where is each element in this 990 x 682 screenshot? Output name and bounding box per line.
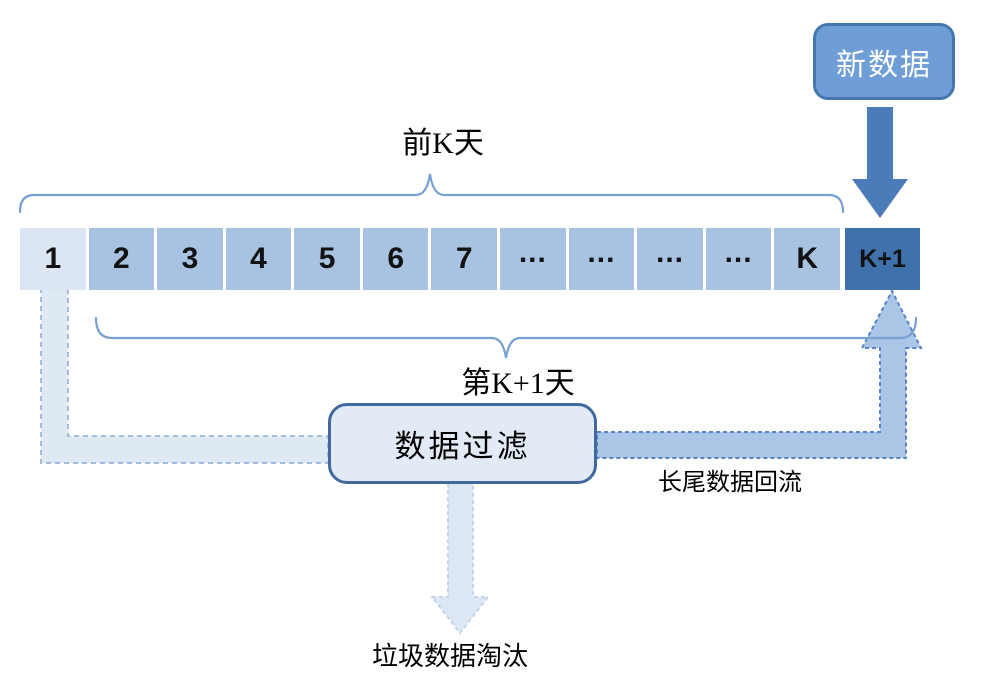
new-data-arrow xyxy=(852,107,908,218)
day-cell: ... xyxy=(637,228,703,290)
day-cell: ... xyxy=(705,228,772,290)
day1-to-filter-band xyxy=(40,288,329,464)
new-data-label: 新数据 xyxy=(836,48,932,82)
day-cell: 5 xyxy=(294,228,360,290)
day-cell: 7 xyxy=(431,228,498,290)
day-cell: 2 xyxy=(88,228,155,290)
day-cell: K xyxy=(774,228,840,290)
day-cell: ... xyxy=(500,228,566,290)
day-k-plus-1-label: 第K+1天 xyxy=(461,367,575,400)
long-tail-backflow-label: 长尾数据回流 xyxy=(658,470,802,496)
garbage-elimination-label: 垃圾数据淘汰 xyxy=(371,642,528,671)
brace-day-k-plus-1 xyxy=(94,316,918,359)
day-cell: 4 xyxy=(225,228,292,290)
data-filter-box: 数据过滤 xyxy=(328,403,597,484)
brace-front-k-days xyxy=(18,173,845,214)
garbage-down-arrow xyxy=(429,482,491,635)
day-cell: 3 xyxy=(157,228,223,290)
data-filter-label: 数据过滤 xyxy=(394,429,531,464)
day-cell-k-plus-1: K+1 xyxy=(845,228,920,290)
day-cell: ... xyxy=(568,228,635,290)
day-cell: 1 xyxy=(20,228,86,290)
backflow-band-arrow xyxy=(596,288,923,459)
new-data-box: 新数据 xyxy=(813,23,955,100)
front-k-days-label: 前K天 xyxy=(402,127,484,160)
day-cell: 6 xyxy=(362,228,429,290)
